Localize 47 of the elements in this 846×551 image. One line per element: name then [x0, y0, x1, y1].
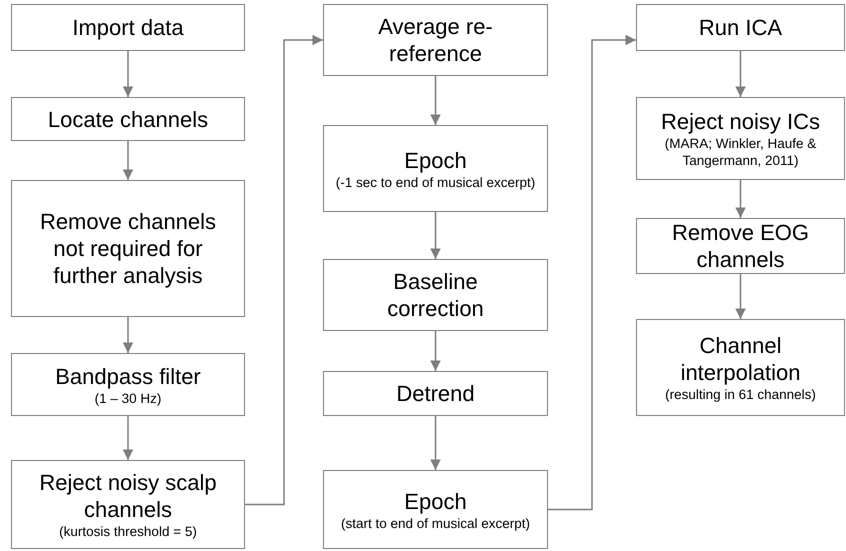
arrow — [735, 51, 746, 97]
step-title: Bandpass filter — [55, 362, 201, 390]
process-box — [11, 4, 245, 51]
arrow — [245, 34, 323, 506]
step-note: (1 – 30 Hz) — [94, 390, 162, 406]
arrow — [430, 76, 441, 125]
arrow — [548, 34, 636, 510]
arrow — [122, 416, 134, 460]
process-box — [636, 4, 845, 51]
step-note: (kurtosis threshold = 5) — [59, 523, 197, 540]
process-box — [11, 353, 245, 416]
step-title: Run ICA — [698, 14, 782, 41]
step-title: Epoch — [404, 146, 467, 174]
step-title: Detrend — [396, 380, 475, 407]
arrow — [122, 141, 134, 180]
step-title: Remove channels not required for further analysis — [38, 208, 218, 289]
step-note: (MARA; Winkler, Haufe & Tangermann, 2011) — [664, 135, 818, 169]
arrow — [122, 51, 134, 97]
step-title: Locate channels — [48, 106, 208, 132]
process-box — [323, 371, 548, 416]
arrow — [430, 212, 441, 259]
step-note: (start to end of musical excerpt) — [340, 514, 530, 532]
arrow — [735, 274, 746, 319]
step-title: Epoch — [404, 488, 467, 514]
process-box — [11, 460, 245, 549]
process-box — [636, 218, 845, 274]
arrow — [430, 331, 441, 371]
process-box — [323, 4, 548, 76]
step-title: Channel interpolation — [680, 332, 802, 386]
step-note: (-1 sec to end of musical excerpt) — [336, 174, 536, 190]
step-title: Reject noisy ICs — [661, 108, 820, 135]
step-title: Reject noisy scalp channels — [38, 469, 218, 523]
step-note: (resulting in 61 channels) — [665, 386, 816, 403]
process-box — [323, 259, 548, 331]
step-title: Import data — [72, 14, 184, 41]
process-box — [323, 470, 548, 549]
process-box — [11, 180, 245, 317]
arrow — [735, 180, 746, 218]
process-box — [636, 97, 845, 180]
step-title: Remove EOG channels — [671, 219, 810, 273]
process-box — [11, 97, 245, 141]
arrow — [122, 317, 134, 353]
step-title: Baseline correction — [386, 268, 485, 322]
process-box — [636, 319, 845, 416]
process-box — [323, 125, 548, 212]
arrow — [430, 416, 441, 470]
step-title: Average re-reference — [377, 13, 494, 67]
